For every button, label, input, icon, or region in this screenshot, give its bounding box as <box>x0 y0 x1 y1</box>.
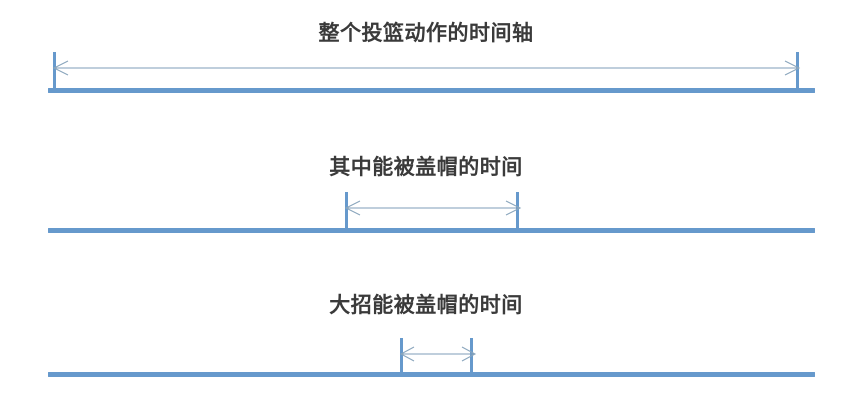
timeline-baseline-blockable <box>48 228 815 233</box>
section-title-ultimate-blockable: 大招能被盖帽的时间 <box>329 294 523 317</box>
timeline-section-ultimate-blockable: 大招能被盖帽的时间 <box>0 276 852 413</box>
span-tick-right-full-shot <box>796 52 799 90</box>
section-title-full-shot: 整个投篮动作的时间轴 <box>318 22 534 45</box>
double-headed-arrow-ultimate-blockable <box>399 346 477 362</box>
double-headed-arrow-blockable <box>344 200 522 216</box>
span-tick-left-blockable <box>345 192 348 230</box>
timeline-baseline-ultimate-blockable <box>48 372 815 377</box>
timeline-baseline-full-shot <box>48 88 815 93</box>
section-title-blockable: 其中能被盖帽的时间 <box>329 156 523 179</box>
span-tick-left-ultimate-blockable <box>400 338 403 374</box>
timeline-section-full-shot: 整个投篮动作的时间轴 <box>0 0 852 140</box>
span-tick-left-full-shot <box>53 52 56 90</box>
double-headed-arrow-full-shot <box>52 60 801 76</box>
timeline-section-blockable: 其中能被盖帽的时间 <box>0 140 852 276</box>
span-tick-right-blockable <box>516 192 519 230</box>
